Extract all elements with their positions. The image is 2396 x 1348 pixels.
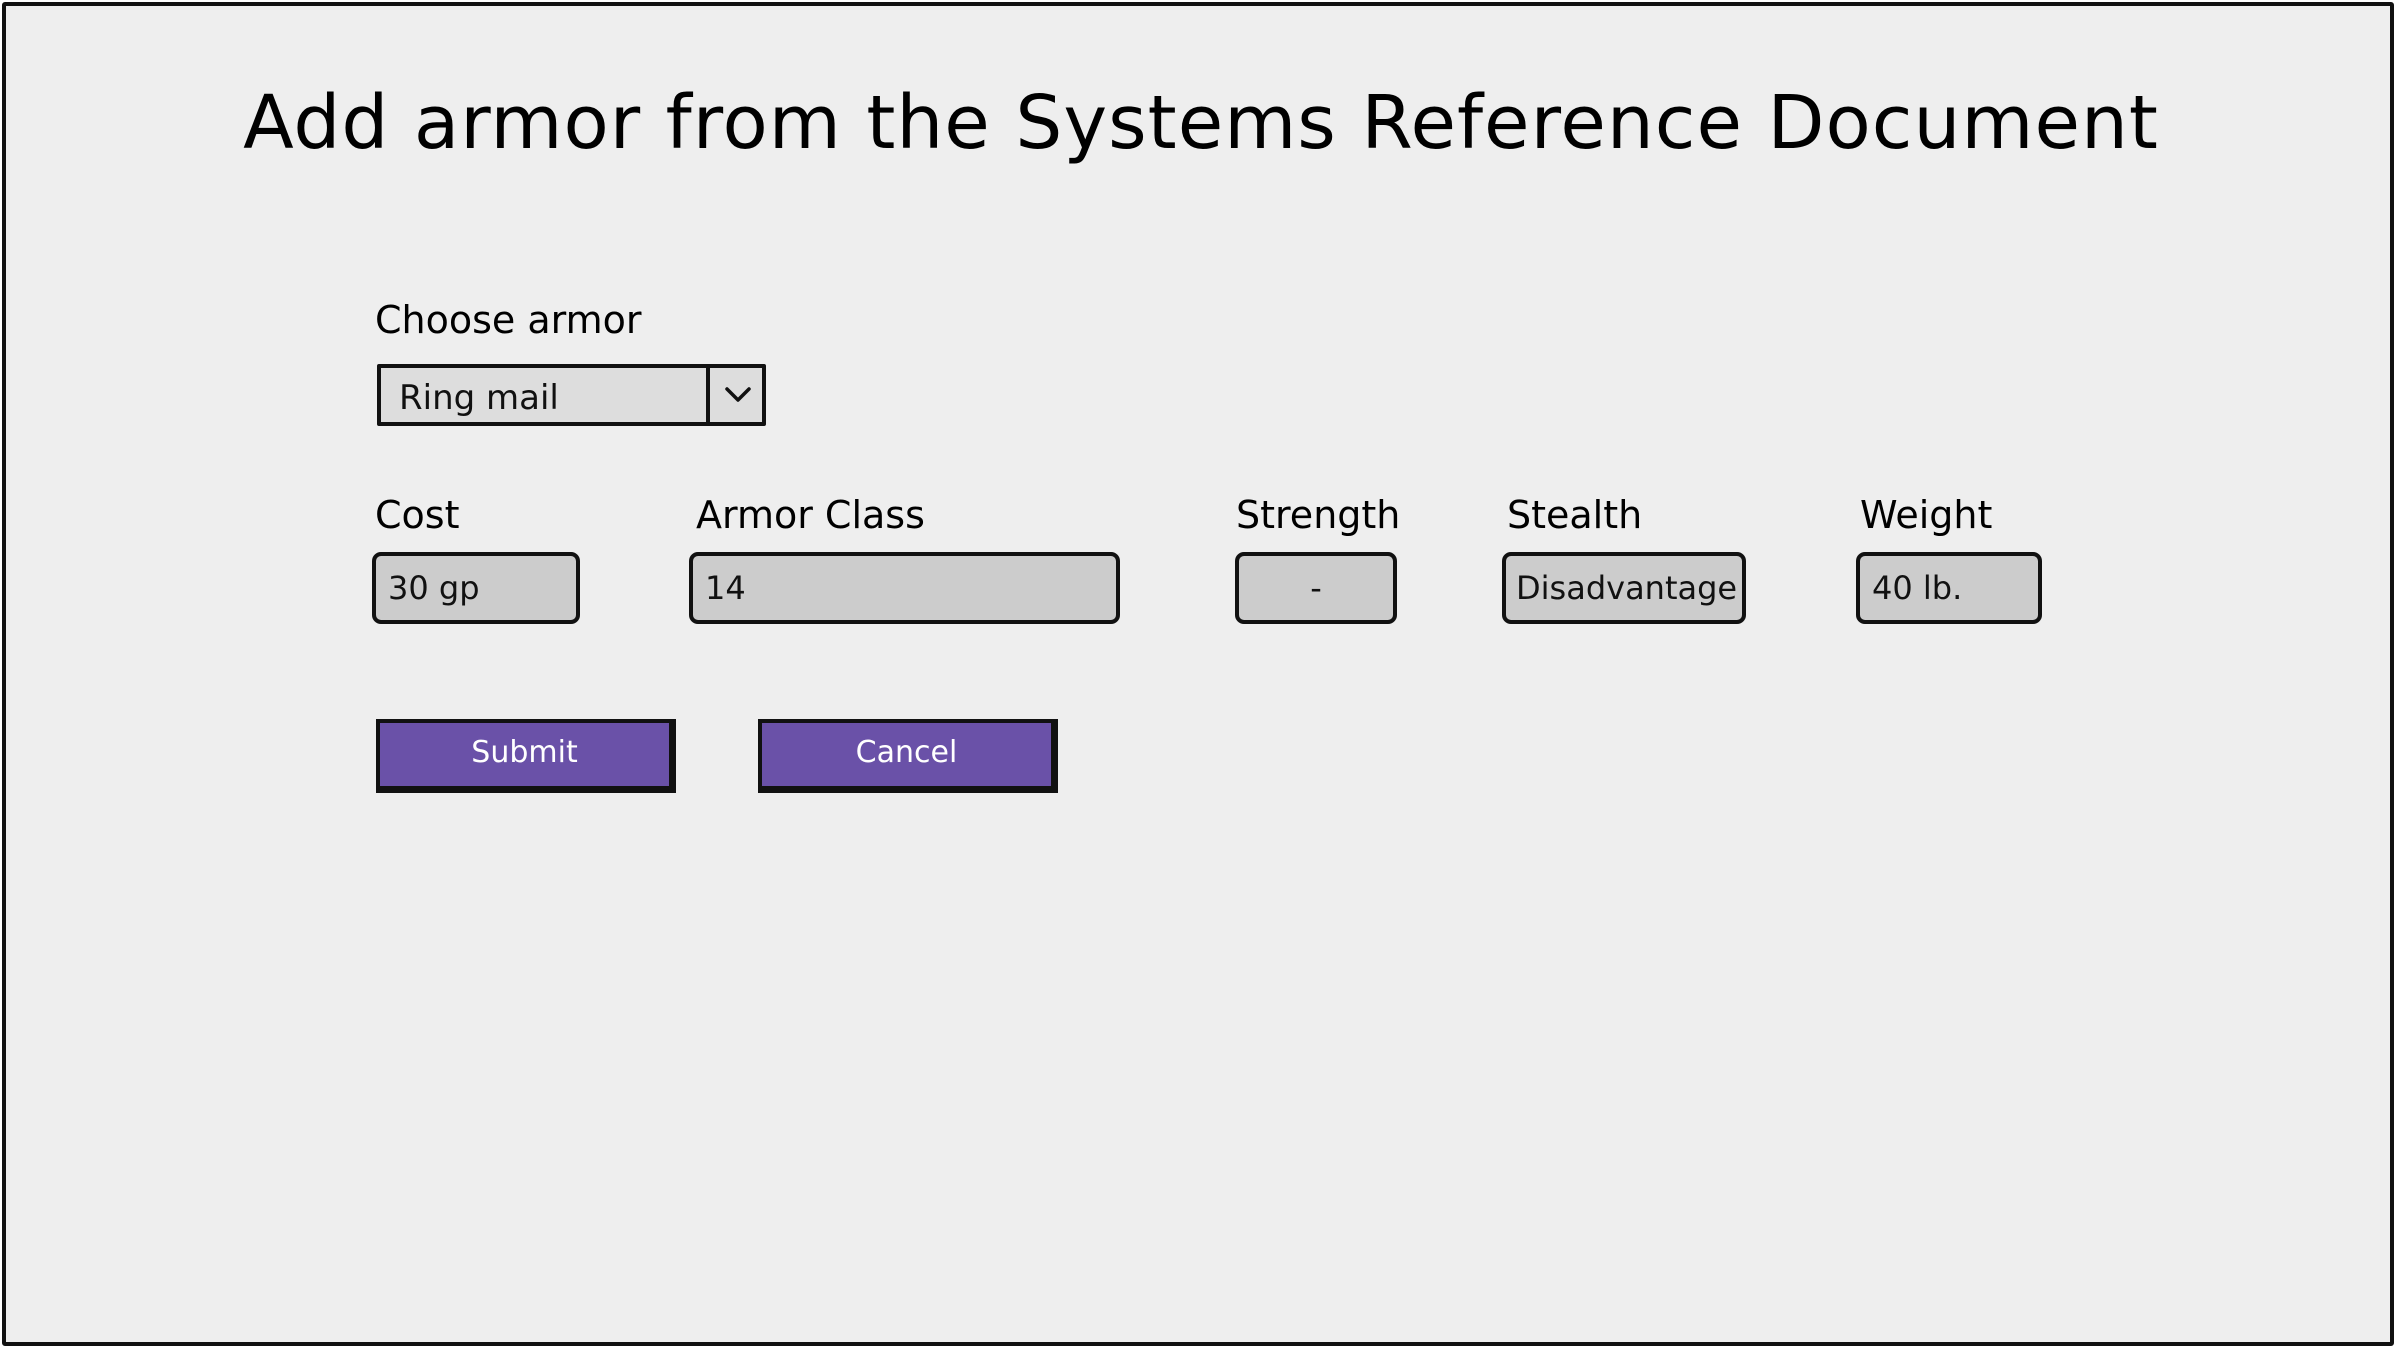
choose-armor-label: Choose armor [375,298,642,342]
stealth-field[interactable]: Disadvantage [1502,552,1746,624]
armor-class-field[interactable]: 14 [689,552,1120,624]
cost-label: Cost [375,493,460,537]
submit-button[interactable]: Submit [376,719,676,793]
weight-field[interactable]: 40 lb. [1856,552,2042,624]
dropdown-toggle[interactable] [706,364,766,426]
weight-label: Weight [1860,493,1993,537]
cost-field[interactable]: 30 gp [372,552,580,624]
strength-label: Strength [1236,493,1401,537]
chevron-down-icon [725,387,751,402]
page-title: Add armor from the Systems Reference Doc… [243,80,2159,166]
stealth-label: Stealth [1507,493,1643,537]
strength-field[interactable]: - [1235,552,1397,624]
armor-class-label: Armor Class [696,493,925,537]
cancel-button[interactable]: Cancel [758,719,1058,793]
armor-select-value: Ring mail [399,378,559,418]
armor-select[interactable]: Ring mail [377,364,766,426]
